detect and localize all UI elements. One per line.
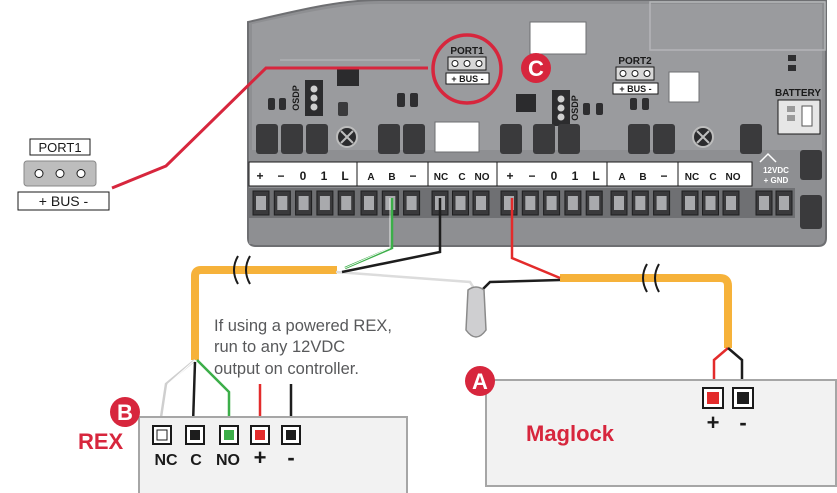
screw-head [705, 196, 716, 210]
t4-l: L [592, 169, 599, 183]
maglock-terminal-plus: + [707, 410, 720, 435]
power-label-1: 12VDC [763, 166, 789, 175]
screw-head [341, 196, 352, 210]
screw-head [635, 196, 646, 210]
rex-terminal-plus: + [254, 445, 267, 470]
rex-title: REX [78, 429, 124, 454]
rex-device: NC C NO + - [138, 416, 408, 493]
t3-c: C [458, 172, 465, 183]
chip-2 [516, 94, 536, 112]
t2-b: B [388, 172, 395, 183]
screw-head [685, 196, 695, 210]
power-label-2: + GND [764, 176, 789, 185]
marker-c-label: C [528, 56, 544, 81]
callout-bus-label: + BUS - [39, 193, 89, 209]
screw-head [614, 196, 624, 210]
screw-head [319, 196, 330, 210]
t1-zero: 0 [300, 169, 307, 183]
t3-nc: NC [434, 172, 448, 183]
osdp-header-left: OSDP [291, 80, 323, 116]
t1-minus: − [277, 169, 284, 183]
screw-head [256, 196, 266, 210]
screw-head [589, 196, 600, 210]
osdp-label-left: OSDP [291, 85, 301, 111]
marker-c: C [521, 53, 551, 83]
t4-plus: + [506, 169, 513, 183]
t6-no: NO [726, 172, 741, 183]
marker-a: A [465, 366, 495, 396]
chip-1 [337, 68, 359, 86]
t5-b: B [639, 172, 646, 183]
t6-c: C [709, 172, 716, 183]
screw-head [364, 196, 374, 210]
t1-l: L [341, 169, 348, 183]
callout-leader-line [111, 66, 428, 190]
t5-minus: − [660, 169, 667, 183]
component-row [256, 124, 822, 229]
t3-no: NO [475, 172, 490, 183]
marker-b: B [110, 397, 140, 427]
screw-head [779, 196, 789, 210]
osdp-label-right: OSDP [570, 95, 580, 121]
screw-head [455, 196, 466, 210]
board-port1-bus: + BUS - [451, 74, 483, 84]
note-line-2: run to any 12VDC [214, 338, 345, 356]
marker-a-label: A [472, 369, 488, 394]
rex-terminal-c: C [190, 452, 202, 469]
screw-head [726, 196, 736, 210]
screw-terminal-block [249, 188, 795, 244]
note-line-1: If using a powered REX, [214, 317, 392, 335]
board-port2-label: PORT2 [618, 56, 652, 67]
osdp-header-right: OSDP [552, 90, 580, 126]
t2-a: A [367, 172, 374, 183]
screw-head [759, 196, 769, 210]
rex-terminal-no: NO [216, 452, 240, 469]
t1-one: 1 [321, 169, 328, 183]
port1-callout: PORT1 + BUS - [17, 138, 110, 211]
maglock-device: + - Maglock [485, 379, 837, 487]
t1-plus: + [256, 169, 263, 183]
maglock-title: Maglock [526, 421, 615, 446]
rex-terminal-nc: NC [154, 452, 178, 469]
controller-board: OSDP OSDP PORT1 + BUS - PORT2 [247, 0, 827, 247]
screw-head [406, 196, 417, 210]
t6-nc: NC [685, 172, 699, 183]
battery-connector: BATTERY [775, 88, 821, 135]
callout-port-label: PORT1 [38, 140, 81, 155]
board-port1-label: PORT1 [450, 46, 484, 57]
board-port2-bus: + BUS - [619, 84, 651, 94]
screw-head [298, 196, 309, 210]
t4-minus: − [528, 169, 535, 183]
screw-head [504, 196, 514, 210]
screw-head [546, 196, 557, 210]
marker-b-label: B [117, 400, 133, 425]
screw-head [567, 196, 578, 210]
t4-one: 1 [572, 169, 579, 183]
splice-connector [465, 286, 487, 338]
t4-zero: 0 [551, 169, 558, 183]
battery-label: BATTERY [775, 88, 821, 99]
t5-a: A [618, 172, 625, 183]
power-terminal-label: 12VDC + GND [759, 152, 789, 185]
screw-head [525, 196, 536, 210]
board-port2: PORT2 + BUS - [612, 56, 659, 95]
board-port1: PORT1 + BUS - [445, 46, 490, 85]
port1-highlight-ring [431, 33, 503, 105]
note-line-3: output on controller. [214, 360, 359, 378]
screw-head [656, 196, 667, 210]
maglock-terminal-minus: - [739, 410, 746, 435]
screw-head [277, 196, 288, 210]
powered-rex-note: If using a powered REX, run to any 12VDC… [214, 317, 392, 378]
screw-head [476, 196, 486, 210]
t2-minus: − [409, 169, 416, 183]
rex-terminal-minus: - [287, 445, 294, 470]
